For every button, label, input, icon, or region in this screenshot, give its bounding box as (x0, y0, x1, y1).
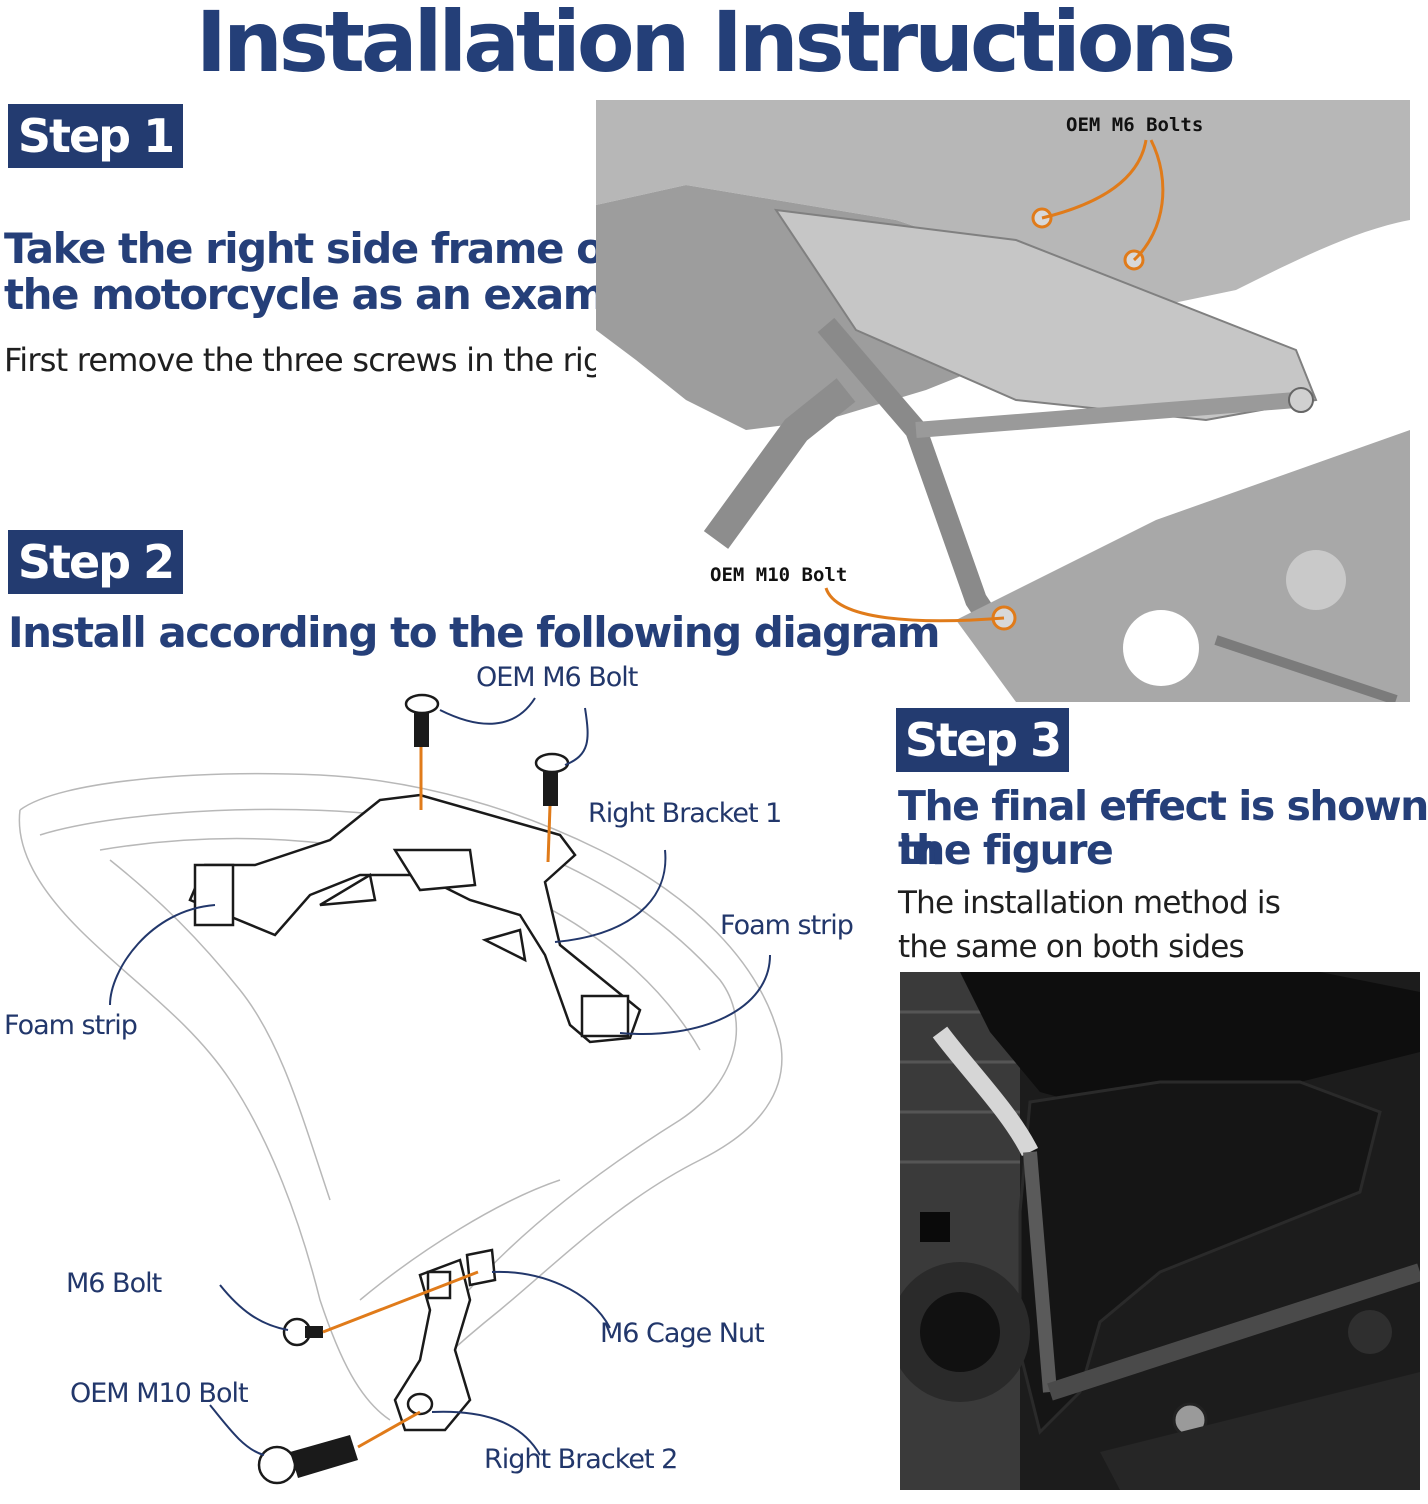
diagram-label-right-bracket-1: Right Bracket 1 (588, 798, 782, 829)
diagram-label-m6-bolt: M6 Bolt (66, 1268, 162, 1299)
photo-label-m6-bolts: OEM M6 Bolts (1066, 114, 1204, 136)
page-title: Installation Instructions (195, 0, 1237, 91)
step1-frame-photo: OEM M6 Bolts OEM M10 Bolt (596, 100, 1410, 702)
step1-heading-line2: the motorcycle as an example (4, 270, 675, 319)
diagram-label-foam-strip-right: Foam strip (720, 910, 854, 941)
diagram-label-oem-m10-bolt: OEM M10 Bolt (70, 1378, 249, 1409)
diagram-label-foam-strip-left: Foam strip (4, 1010, 138, 1041)
step3-heading-line2: the figure (898, 826, 1114, 874)
step3-body-line2: the same on both sides (898, 929, 1245, 965)
photo-label-m10-bolt: OEM M10 Bolt (710, 564, 848, 586)
step3-body-line1: The installation method is (898, 885, 1281, 921)
step2-heading: Install according to the following diagr… (8, 608, 941, 657)
installation-diagram: OEM M6 Bolt Right Bracket 1 Foam strip F… (0, 660, 890, 1500)
step3-final-photo (900, 972, 1420, 1490)
step1-heading-line1: Take the right side frame of (4, 224, 622, 273)
step2-badge: Step 2 (8, 530, 183, 594)
diagram-label-oem-m6-bolt: OEM M6 Bolt (476, 662, 638, 693)
step1-badge: Step 1 (8, 104, 183, 168)
diagram-label-right-bracket-2: Right Bracket 2 (484, 1444, 678, 1475)
step3-heading-line1: The final effect is shown in (898, 782, 1428, 874)
step3-badge: Step 3 (896, 708, 1069, 772)
diagram-label-m6-cage-nut: M6 Cage Nut (600, 1318, 765, 1349)
